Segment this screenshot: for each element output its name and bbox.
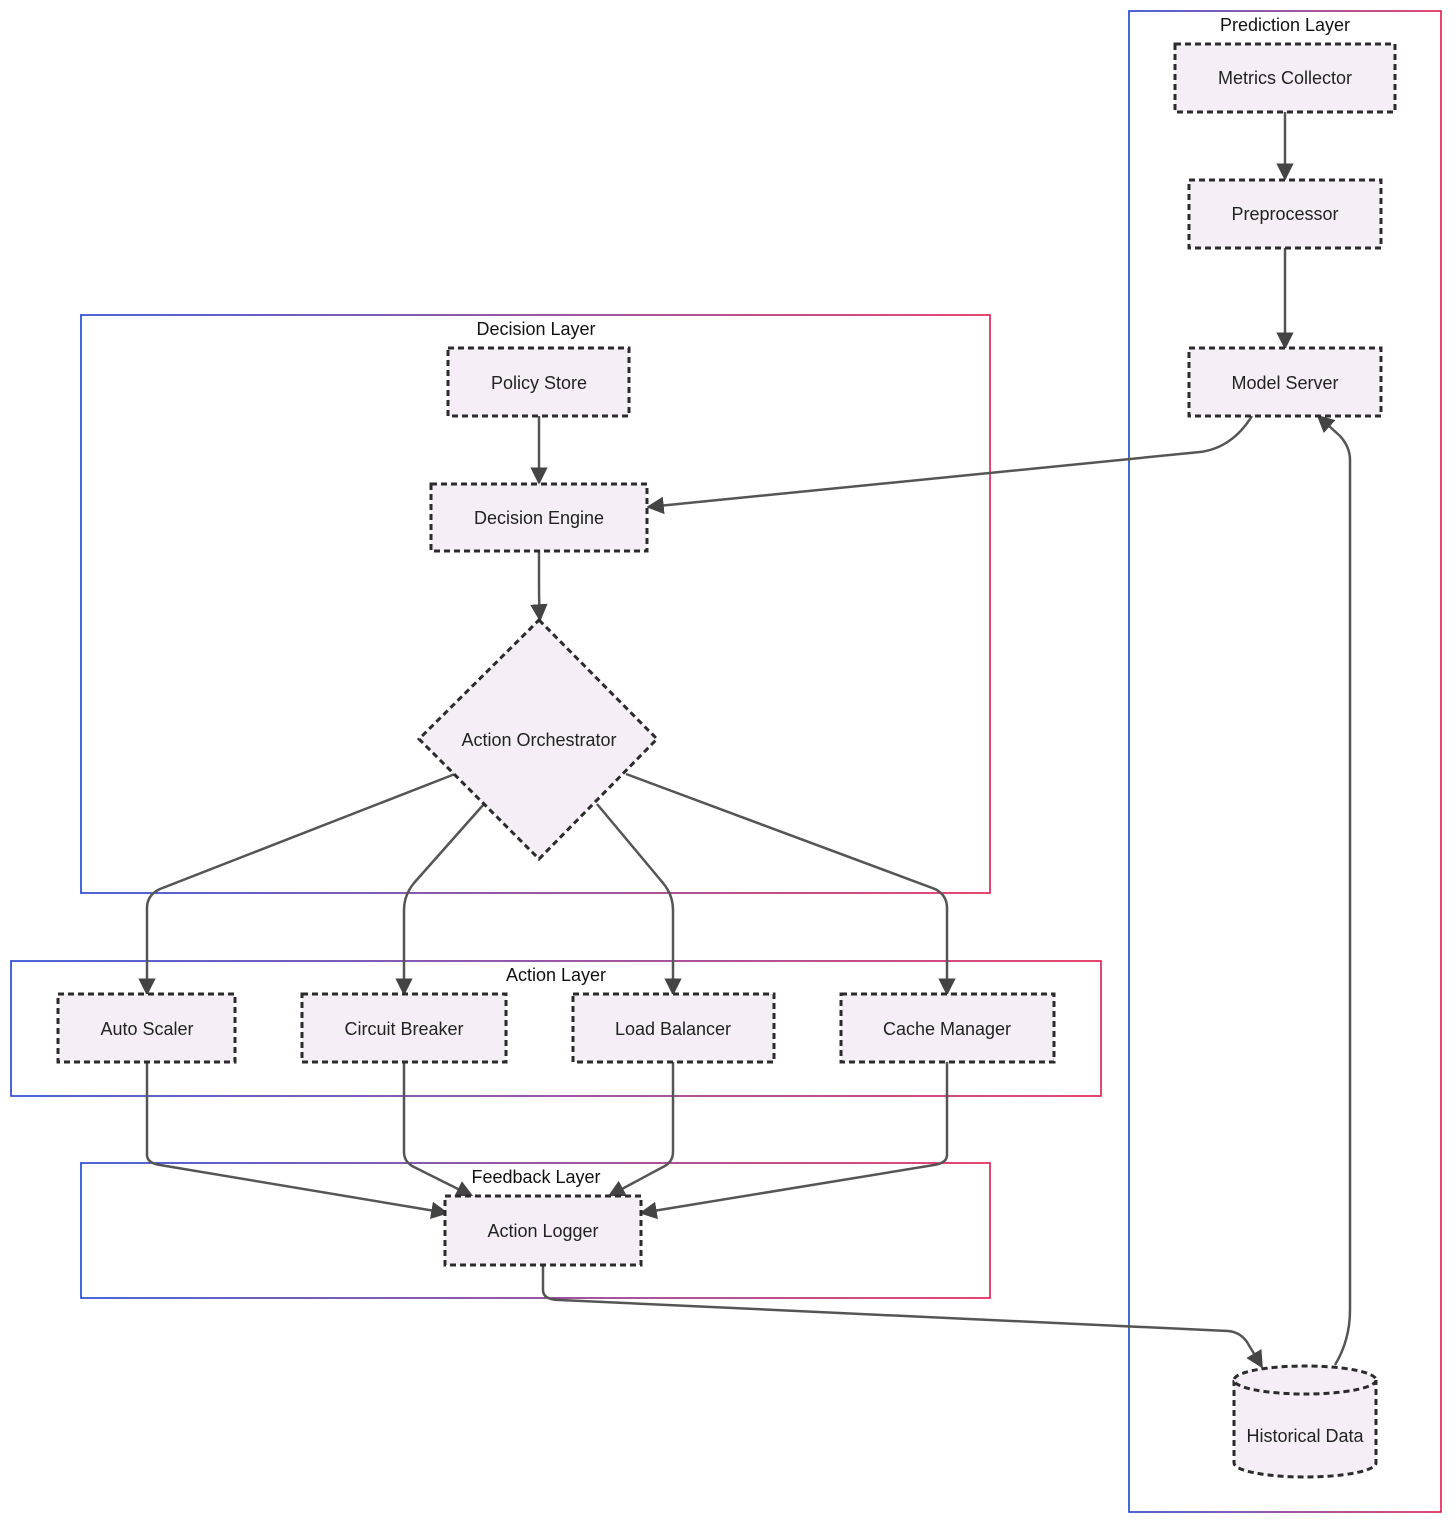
cluster-title: Action Layer (506, 965, 606, 985)
node-label: Policy Store (491, 373, 587, 393)
node-label: Model Server (1231, 373, 1338, 393)
node-box (571, 992, 776, 1064)
node-action-logger[interactable]: Action Logger (443, 1194, 643, 1267)
node-decision-engine[interactable]: Decision Engine (429, 482, 649, 553)
node-box (839, 992, 1056, 1064)
node-box (443, 1194, 643, 1267)
node-diamond (416, 617, 660, 862)
cluster-title: Decision Layer (476, 319, 595, 339)
cluster-border (1128, 10, 1442, 1513)
cluster-title: Prediction Layer (1220, 15, 1350, 35)
node-historical-data[interactable]: Historical Data (1232, 1364, 1378, 1479)
edge-auto-scaler-to-logger (145, 1062, 449, 1220)
node-label: Auto Scaler (100, 1019, 193, 1039)
cluster-prediction-layer: Prediction Layer (1128, 10, 1442, 1513)
node-auto-scaler[interactable]: Auto Scaler (56, 992, 237, 1064)
cluster-feedback-layer: Feedback Layer (80, 1162, 991, 1299)
node-circuit-breaker[interactable]: Circuit Breaker (300, 992, 508, 1064)
database-body (1232, 1380, 1378, 1479)
edge-orchestrator-to-auto-scaler (138, 772, 456, 996)
node-box (429, 482, 649, 553)
edge-decision-engine-to-orchestrator (530, 551, 548, 622)
node-metrics-collector[interactable]: Metrics Collector (1173, 42, 1397, 114)
node-label: Preprocessor (1231, 204, 1338, 224)
node-box (300, 992, 508, 1064)
node-label: Load Balancer (615, 1019, 731, 1039)
node-policy-store[interactable]: Policy Store (446, 346, 631, 418)
cluster-border (80, 1162, 991, 1299)
edge-circuit-breaker-to-logger (402, 1062, 474, 1198)
node-label: Cache Manager (883, 1019, 1011, 1039)
node-box (446, 346, 631, 418)
database-top (1232, 1364, 1378, 1396)
node-box (56, 992, 237, 1064)
node-label: Action Logger (487, 1221, 598, 1241)
edge-historical-data-to-model-server (1316, 414, 1352, 1366)
node-preprocessor[interactable]: Preprocessor (1187, 178, 1383, 250)
edge-load-balancer-to-logger (607, 1062, 675, 1198)
node-box (1187, 178, 1383, 250)
cluster-title: Feedback Layer (471, 1167, 600, 1187)
node-box (1187, 346, 1383, 418)
node-label: Metrics Collector (1218, 68, 1352, 88)
node-label: Decision Engine (474, 508, 604, 528)
edge-orchestrator-to-circuit-breaker (395, 803, 485, 996)
node-load-balancer[interactable]: Load Balancer (571, 992, 776, 1064)
node-label: Action Orchestrator (461, 730, 616, 750)
edges (138, 112, 1352, 1369)
cluster-border (80, 314, 991, 894)
node-label: Historical Data (1246, 1426, 1364, 1446)
edge-orchestrator-to-cache-manager (625, 772, 956, 996)
node-box (1173, 42, 1397, 114)
cluster-action-layer: Action Layer (10, 960, 1102, 1097)
node-label: Circuit Breaker (344, 1019, 463, 1039)
cluster-decision-layer: Decision Layer (80, 314, 991, 894)
node-action-orchestrator[interactable]: Action Orchestrator (416, 617, 660, 862)
edge-orchestrator-to-load-balancer (596, 803, 682, 996)
edge-cache-manager-to-logger (639, 1062, 949, 1220)
node-model-server[interactable]: Model Server (1187, 346, 1383, 418)
edge-model-server-to-decision-engine (646, 415, 1254, 515)
cluster-border (10, 960, 1102, 1097)
node-cache-manager[interactable]: Cache Manager (839, 992, 1056, 1064)
edge-logger-to-historical-data (541, 1265, 1264, 1369)
